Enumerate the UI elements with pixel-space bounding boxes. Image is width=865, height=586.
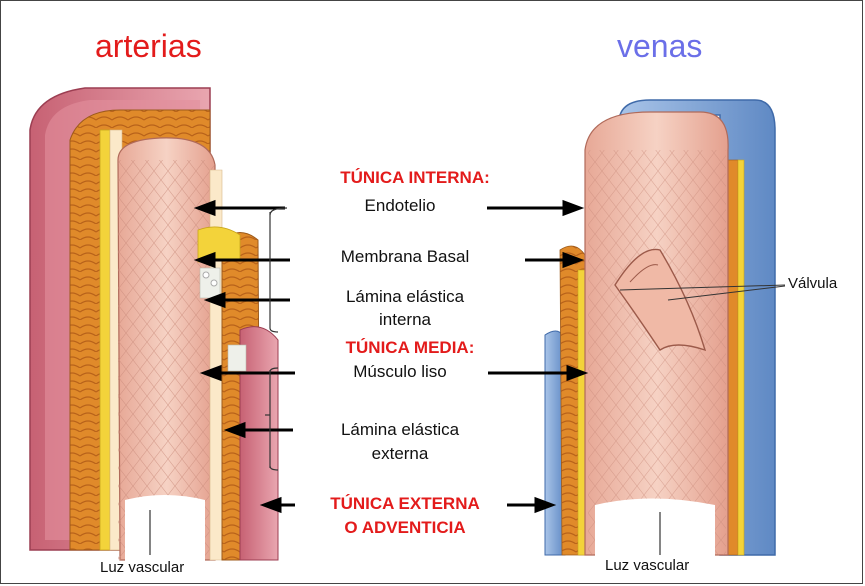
label-tunica-media: TÚNICA MEDIA: <box>300 338 520 358</box>
label-lamina-externa-1: Lámina elástica <box>300 420 500 440</box>
vein-diagram <box>545 100 785 560</box>
artery-diagram <box>30 88 278 565</box>
label-lamina-externa-2: externa <box>300 444 500 464</box>
label-valvula: Válvula <box>788 275 837 292</box>
label-tunica-externa-1: TÚNICA EXTERNA <box>300 494 510 514</box>
label-tunica-externa-2: O ADVENTICIA <box>300 518 510 538</box>
title-venas: venas <box>617 28 702 65</box>
label-tunica-interna: TÚNICA INTERNA: <box>300 168 530 188</box>
label-lamina-interna-2: interna <box>300 310 510 330</box>
label-luz-vascular-artery: Luz vascular <box>100 559 184 576</box>
label-membrana-basal: Membrana Basal <box>300 247 510 267</box>
label-endotelio: Endotelio <box>300 196 500 216</box>
label-musculo-liso: Músculo liso <box>300 362 500 382</box>
label-luz-vascular-vein: Luz vascular <box>605 557 689 574</box>
label-lamina-interna-1: Lámina elástica <box>300 287 510 307</box>
title-arterias: arterias <box>95 28 202 65</box>
